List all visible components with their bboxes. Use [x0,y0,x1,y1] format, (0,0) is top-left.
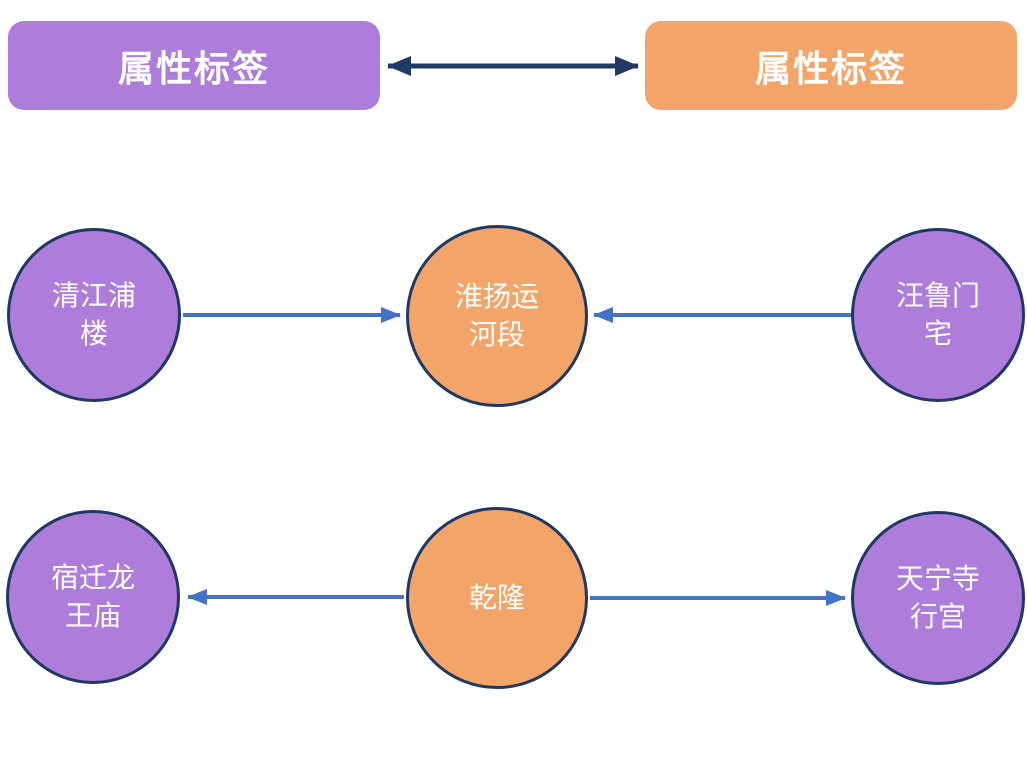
node-huaiyang-canal-section: 淮扬运河段 [406,225,588,407]
node-qingjiangpu-lou: 清江浦楼 [7,228,181,402]
node-huaiyang-canal-section-label: 淮扬运河段 [454,281,539,350]
node-suqian-dragon-king-temple: 宿迁龙王庙 [6,510,180,684]
legend-box-purple: 属性标签 [8,21,380,110]
legend-box-orange: 属性标签 [645,21,1017,110]
node-qianlong: 乾隆 [406,507,588,689]
node-tianning-temple-palace: 天宁寺行宫 [851,511,1025,685]
node-qingjiangpu-lou-label: 清江浦楼 [51,280,136,349]
legend-box-orange-label: 属性标签 [754,47,907,89]
node-qianlong-label: 乾隆 [468,582,525,613]
node-tianning-temple-palace-label: 天宁寺行宫 [895,563,980,632]
node-wanglumen-residence: 汪鲁门宅 [851,228,1025,402]
legend-box-purple-label: 属性标签 [117,47,270,89]
node-suqian-dragon-king-temple-label: 宿迁龙王庙 [50,562,135,631]
node-wanglumen-residence-label: 汪鲁门宅 [895,280,980,349]
